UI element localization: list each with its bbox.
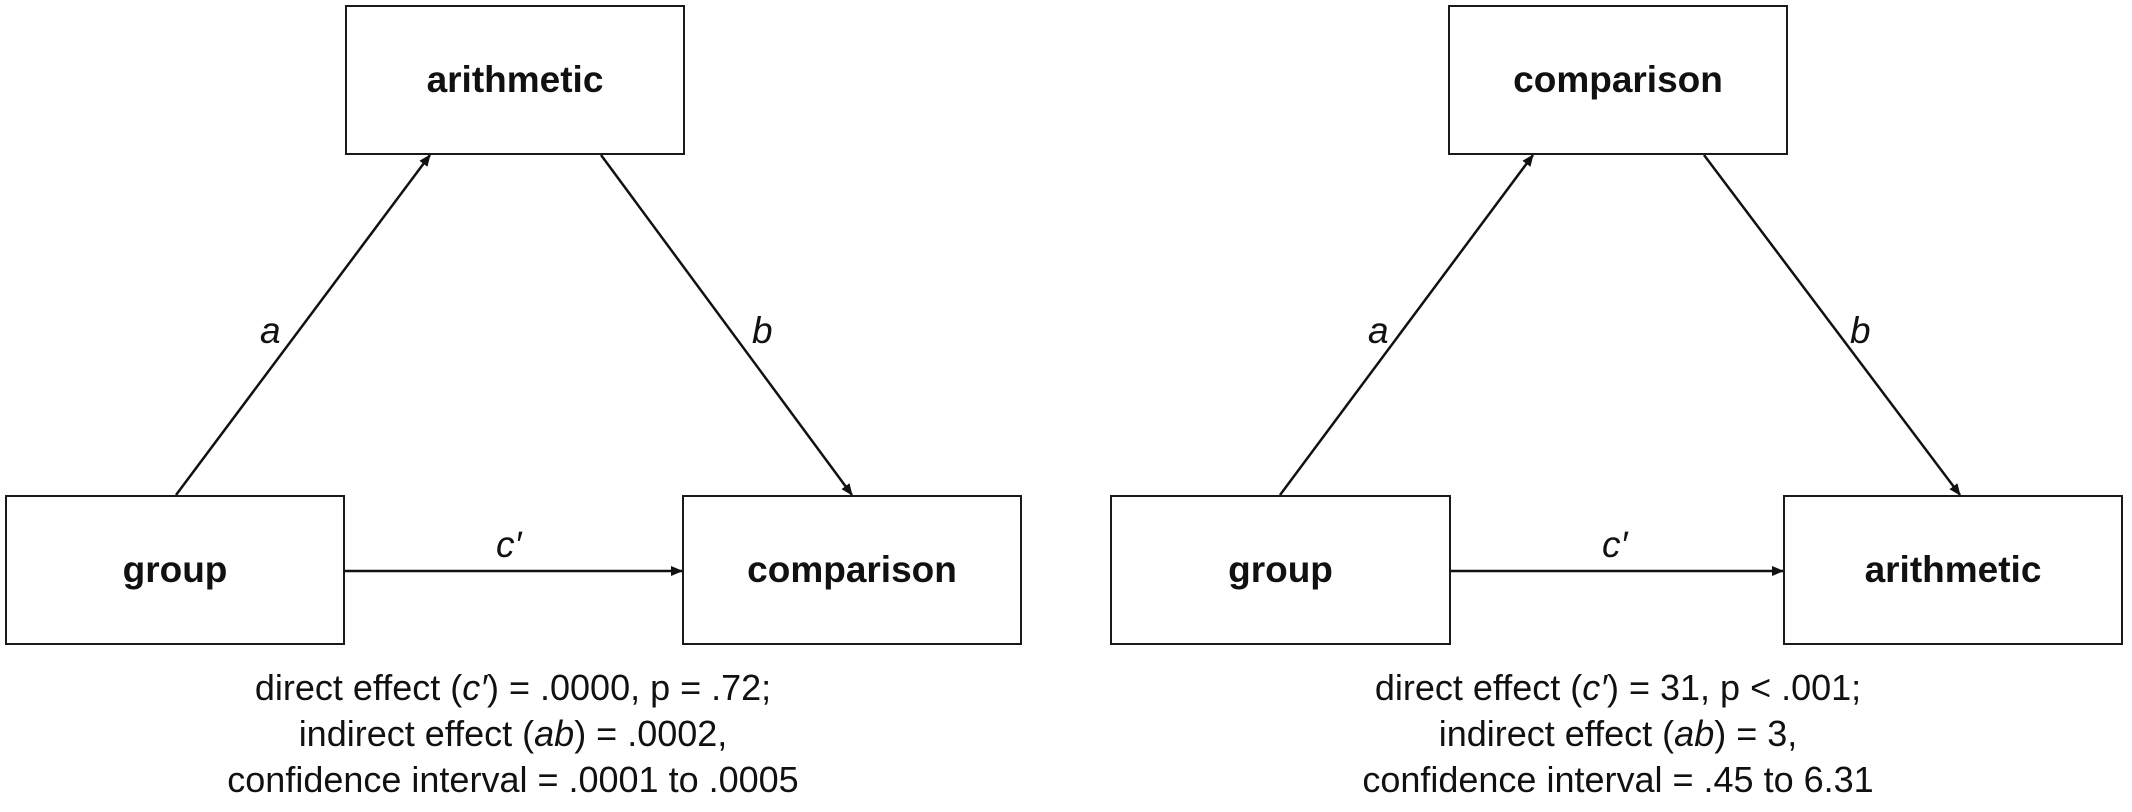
left-outcome-box: comparison	[682, 495, 1022, 645]
right-mediator-box: comparison	[1448, 5, 1788, 155]
right-arrow-a	[1278, 154, 1535, 496]
left-mediator-label: arithmetic	[426, 59, 604, 100]
right-path-a-label: a	[1368, 310, 1389, 351]
left-arrow-a	[174, 154, 432, 496]
right-predictor-label: group	[1228, 549, 1333, 590]
right-predictor-box: group	[1110, 495, 1451, 645]
left-path-c-label: c′	[496, 524, 522, 565]
right-caption: direct effect (c′) = 31, p < .001; indir…	[1118, 665, 2118, 803]
left-caption-line3: confidence interval = .0001 to .0005	[227, 759, 799, 800]
left-caption-line1: direct effect (c′) = .0000, p = .72;	[254, 667, 772, 708]
left-outcome-label: comparison	[747, 549, 957, 590]
right-caption-line3: confidence interval = .45 to 6.31	[1362, 759, 1874, 800]
right-caption-line1: direct effect (c′) = 31, p < .001;	[1374, 667, 1862, 708]
left-caption: direct effect (c′) = .0000, p = .72; ind…	[13, 665, 1013, 803]
left-mediator-box: arithmetic	[345, 5, 685, 155]
left-predictor-box: group	[5, 495, 345, 645]
right-path-c-label: c′	[1602, 524, 1628, 565]
right-mediator-label: comparison	[1513, 59, 1723, 100]
left-arrow-b	[599, 154, 854, 496]
right-caption-line2: indirect effect (ab) = 3,	[1438, 713, 1798, 754]
right-outcome-label: arithmetic	[1864, 549, 2042, 590]
right-path-b-label: b	[1850, 310, 1871, 351]
left-path-a-label: a	[260, 310, 281, 351]
right-arrow-b	[1703, 154, 1961, 496]
left-path-b-label: b	[752, 310, 773, 351]
right-outcome-box: arithmetic	[1783, 495, 2123, 645]
left-caption-line2: indirect effect (ab) = .0002,	[298, 713, 728, 754]
left-predictor-label: group	[122, 549, 228, 590]
